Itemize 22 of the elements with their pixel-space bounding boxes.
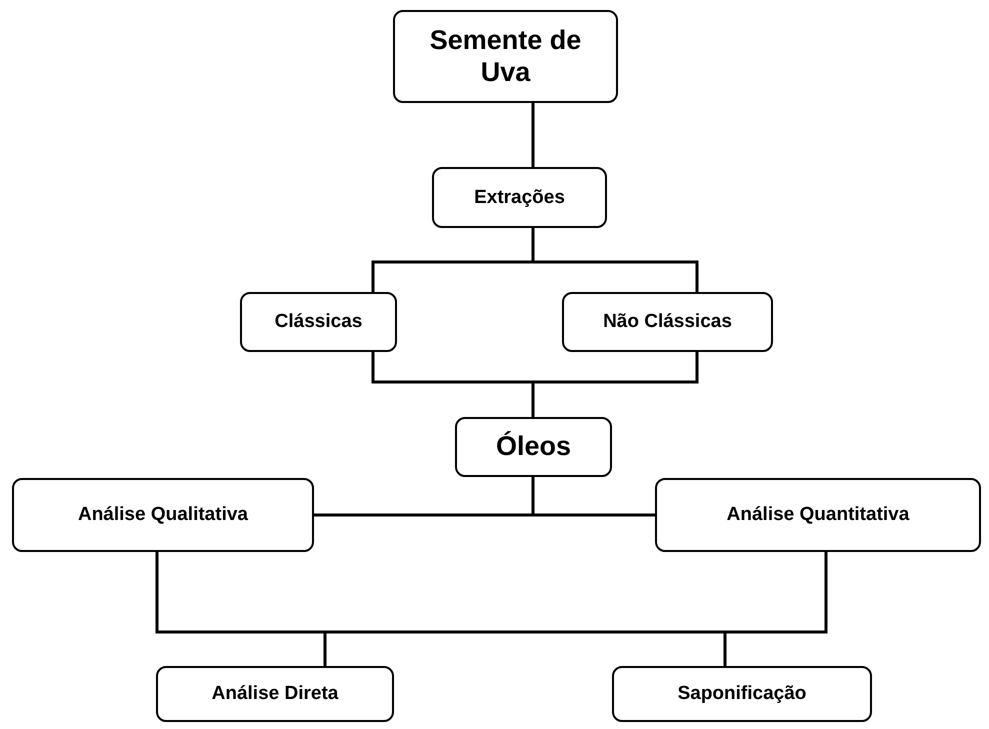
box-label: Clássicas [274,311,362,333]
box-label: Semente de Uva [428,25,582,88]
box-label: Saponificação [678,683,806,705]
process-box [432,167,607,228]
box-label: Não Clássicas [603,311,732,333]
connector-line [532,228,698,292]
process-box [612,666,872,722]
box-label: Extrações [474,186,565,208]
connector-line [532,103,534,167]
box-label: Análise Qualitativa [78,504,248,526]
process-box [156,666,394,722]
process-box [655,478,981,552]
connector-line [532,352,698,417]
process-box [393,10,618,103]
connector-line [532,477,655,516]
process-box [12,478,314,552]
box-label: Análise Quantitativa [726,504,910,526]
process-box [240,292,397,352]
process-box [455,417,612,477]
box-label: Análise Direta [212,683,338,705]
process-box [562,292,773,352]
box-label: Óleos [496,431,572,463]
